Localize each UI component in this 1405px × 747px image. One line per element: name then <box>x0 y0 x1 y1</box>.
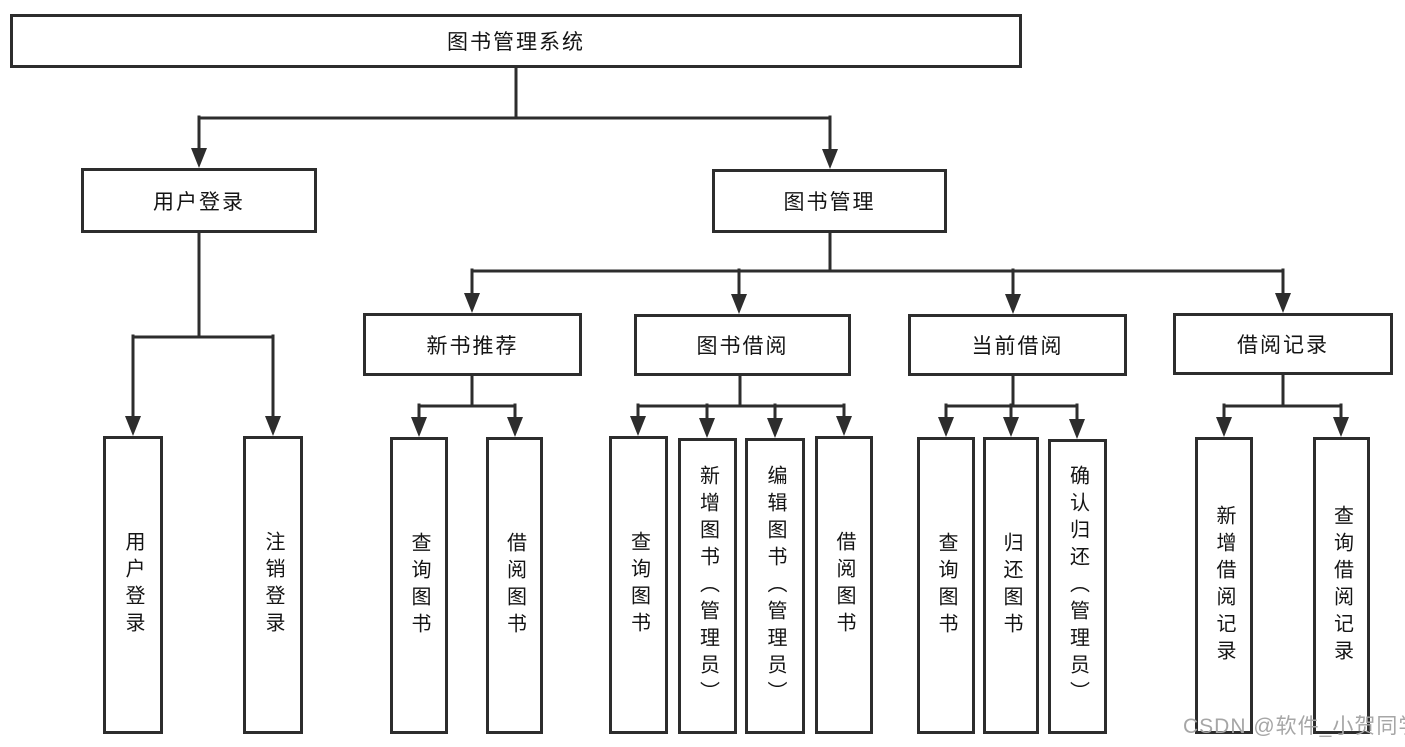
edge-borrowrecords-bus <box>1222 372 1343 408</box>
leaf-query-books-2-label: 查询图书 <box>627 531 650 639</box>
leaf-query-borrow-record: 查询借阅记录 <box>1313 437 1370 734</box>
node-book-management: 图书管理 <box>712 169 947 233</box>
node-book-borrow-label: 图书借阅 <box>696 335 789 358</box>
node-current-borrow-label: 当前借阅 <box>971 335 1064 358</box>
edge-userlogin-bus <box>131 230 275 339</box>
leaf-query-books-1: 查询图书 <box>390 437 448 734</box>
node-root: 图书管理系统 <box>10 14 1022 68</box>
node-book-management-label: 图书管理 <box>783 191 876 214</box>
leaf-user-login: 用户登录 <box>103 436 163 734</box>
leaf-query-books-3: 查询图书 <box>917 437 975 734</box>
node-user-login-label: 用户登录 <box>153 190 245 214</box>
leaf-add-borrow-record-label: 新增借阅记录 <box>1213 504 1235 667</box>
edge-bookborrow-bus <box>636 373 846 408</box>
leaf-add-books-admin-label: 新增图书（管理员） <box>696 464 719 708</box>
edge-bookmgmt-bus <box>470 230 1285 273</box>
leaf-query-borrow-record-label: 查询借阅记录 <box>1330 504 1353 667</box>
leaf-confirm-return-admin: 确认归还（管理员） <box>1048 439 1107 734</box>
leaf-confirm-return-admin-label: 确认归还（管理员） <box>1066 465 1089 708</box>
leaf-return-books-label: 归还图书 <box>1000 531 1022 640</box>
leaf-query-books-1-label: 查询图书 <box>408 531 430 640</box>
node-new-book-recommend-label: 新书推荐 <box>426 334 519 358</box>
edge-currentborrow-bus <box>944 373 1079 408</box>
leaf-borrow-books-2-label: 借阅图书 <box>833 531 855 639</box>
leaf-return-books: 归还图书 <box>983 437 1039 734</box>
node-new-book-recommend: 新书推荐 <box>363 313 582 376</box>
leaf-add-borrow-record: 新增借阅记录 <box>1195 437 1253 734</box>
node-borrow-records-label: 借阅记录 <box>1237 334 1329 357</box>
node-book-borrow: 图书借阅 <box>634 314 851 376</box>
leaf-query-books-3-label: 查询图书 <box>935 531 957 640</box>
leaf-borrow-books-2: 借阅图书 <box>815 436 873 734</box>
node-current-borrow: 当前借阅 <box>908 314 1127 376</box>
leaf-user-login-label: 用户登录 <box>122 531 144 639</box>
leaf-borrow-books-1-label: 借阅图书 <box>503 531 526 640</box>
leaf-borrow-books-1: 借阅图书 <box>486 437 543 734</box>
csdn-watermark: CSDN @软件_小贺同学 <box>1183 715 1405 738</box>
leaf-logout: 注销登录 <box>243 436 303 734</box>
node-user-login: 用户登录 <box>81 168 317 233</box>
edge-root-bus <box>197 65 832 120</box>
leaf-add-books-admin: 新增图书（管理员） <box>678 438 737 734</box>
edge-newbookrec-bus <box>417 373 517 408</box>
leaf-edit-books-admin: 编辑图书（管理员） <box>745 438 805 734</box>
leaf-query-books-2: 查询图书 <box>609 436 668 734</box>
node-root-label: 图书管理系统 <box>447 31 585 54</box>
leaf-logout-label: 注销登录 <box>262 531 284 639</box>
node-borrow-records: 借阅记录 <box>1173 313 1393 375</box>
leaf-edit-books-admin-label: 编辑图书（管理员） <box>764 464 786 708</box>
